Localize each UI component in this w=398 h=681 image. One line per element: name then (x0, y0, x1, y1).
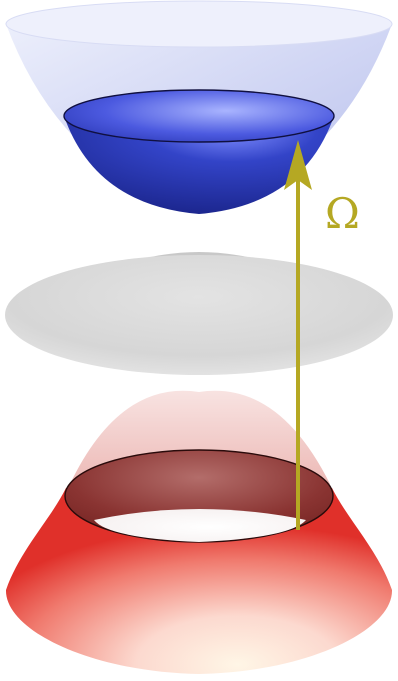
gap-disk-group (5, 252, 393, 375)
valence-band-cone (6, 391, 392, 674)
transition-energy-label: Ω (325, 189, 360, 238)
conduction-band-paraboloid (6, 1, 392, 214)
gap-disk (5, 255, 393, 375)
conduction-band-top-rim (6, 1, 392, 47)
conduction-band-inner-rim (64, 90, 334, 142)
